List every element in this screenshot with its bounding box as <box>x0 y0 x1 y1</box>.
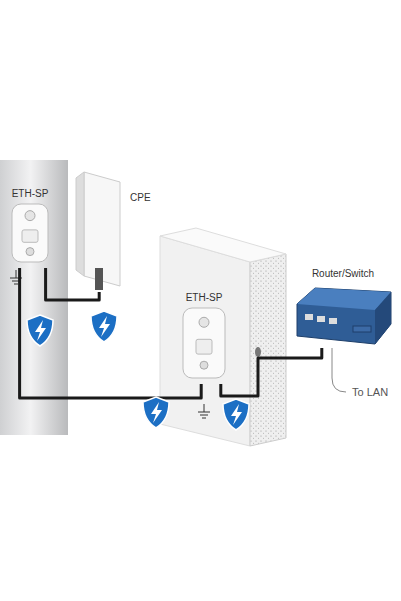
device-label: CPE <box>130 192 151 204</box>
wall-side <box>250 254 286 446</box>
surge-protector <box>181 306 227 380</box>
lan-label: To LAN <box>352 386 388 398</box>
device-node: CPE <box>74 170 158 292</box>
device-label: Router/Switch <box>290 268 396 280</box>
device-node: ETH-SP <box>4 188 56 268</box>
router-switch <box>293 282 393 346</box>
ground-symbol <box>198 404 210 418</box>
surge-shield <box>143 397 169 428</box>
wall-top <box>160 228 286 262</box>
surge-protector <box>10 202 50 264</box>
cpe-antenna <box>74 170 124 292</box>
ethernet-cable <box>20 268 202 398</box>
surge-shield <box>91 311 117 342</box>
device-label: ETH-SP <box>176 292 232 304</box>
device-node: ETH-SP <box>176 292 232 384</box>
wall-hole <box>255 347 261 357</box>
surge-shield <box>223 399 249 430</box>
pole <box>0 160 68 435</box>
device-node: Router/Switch <box>290 268 396 348</box>
device-label: ETH-SP <box>4 188 56 200</box>
surge-shield <box>27 315 53 346</box>
lan-leader <box>332 348 346 392</box>
ethernet-cable <box>221 348 322 396</box>
wall-face <box>160 236 250 446</box>
